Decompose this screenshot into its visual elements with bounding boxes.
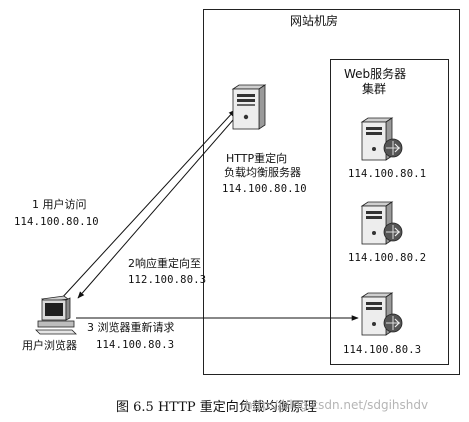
web-server-1-icon — [360, 117, 403, 161]
web-cluster-title-line2: 集群 — [362, 82, 387, 96]
web-server-3-icon — [360, 292, 403, 336]
step3-label: 3 浏览器重新请求 — [87, 321, 175, 334]
load-balancer-ip: 114.100.80.10 — [222, 183, 307, 195]
web-server-1-ip: 114.100.80.1 — [348, 168, 427, 180]
web-server-2-ip: 114.100.80.2 — [348, 252, 427, 264]
user-computer-icon — [35, 295, 77, 335]
web-server-2-icon — [360, 201, 403, 245]
step1-label: 1 用户访问 — [32, 198, 87, 211]
data-center-title: 网站机房 — [290, 14, 339, 28]
load-balancer-label: HTTP重定向 — [226, 152, 288, 165]
step2-label: 2响应重定向至 — [128, 257, 201, 270]
watermark: http://blog.csdn.net/sdgihshdv — [245, 398, 429, 412]
step3-ip: 114.100.80.3 — [96, 339, 175, 351]
step1-ip: 114.100.80.10 — [14, 216, 99, 228]
step2-ip: 112.100.80.3 — [128, 274, 207, 286]
web-cluster-box — [330, 59, 449, 365]
figure-caption: 图 6.5 HTTP 重定向负载均衡原理 — [116, 400, 317, 415]
load-balancer-server-icon — [231, 84, 267, 130]
load-balancer-label-line2: 负载均衡服务器 — [224, 166, 301, 179]
web-cluster-title: Web服务器 — [344, 67, 407, 81]
web-server-3-ip: 114.100.80.3 — [343, 344, 422, 356]
data-center-box — [203, 9, 460, 375]
request-arrow — [59, 109, 236, 301]
redirect-arrow — [77, 111, 241, 299]
client-label: 用户浏览器 — [22, 339, 77, 352]
